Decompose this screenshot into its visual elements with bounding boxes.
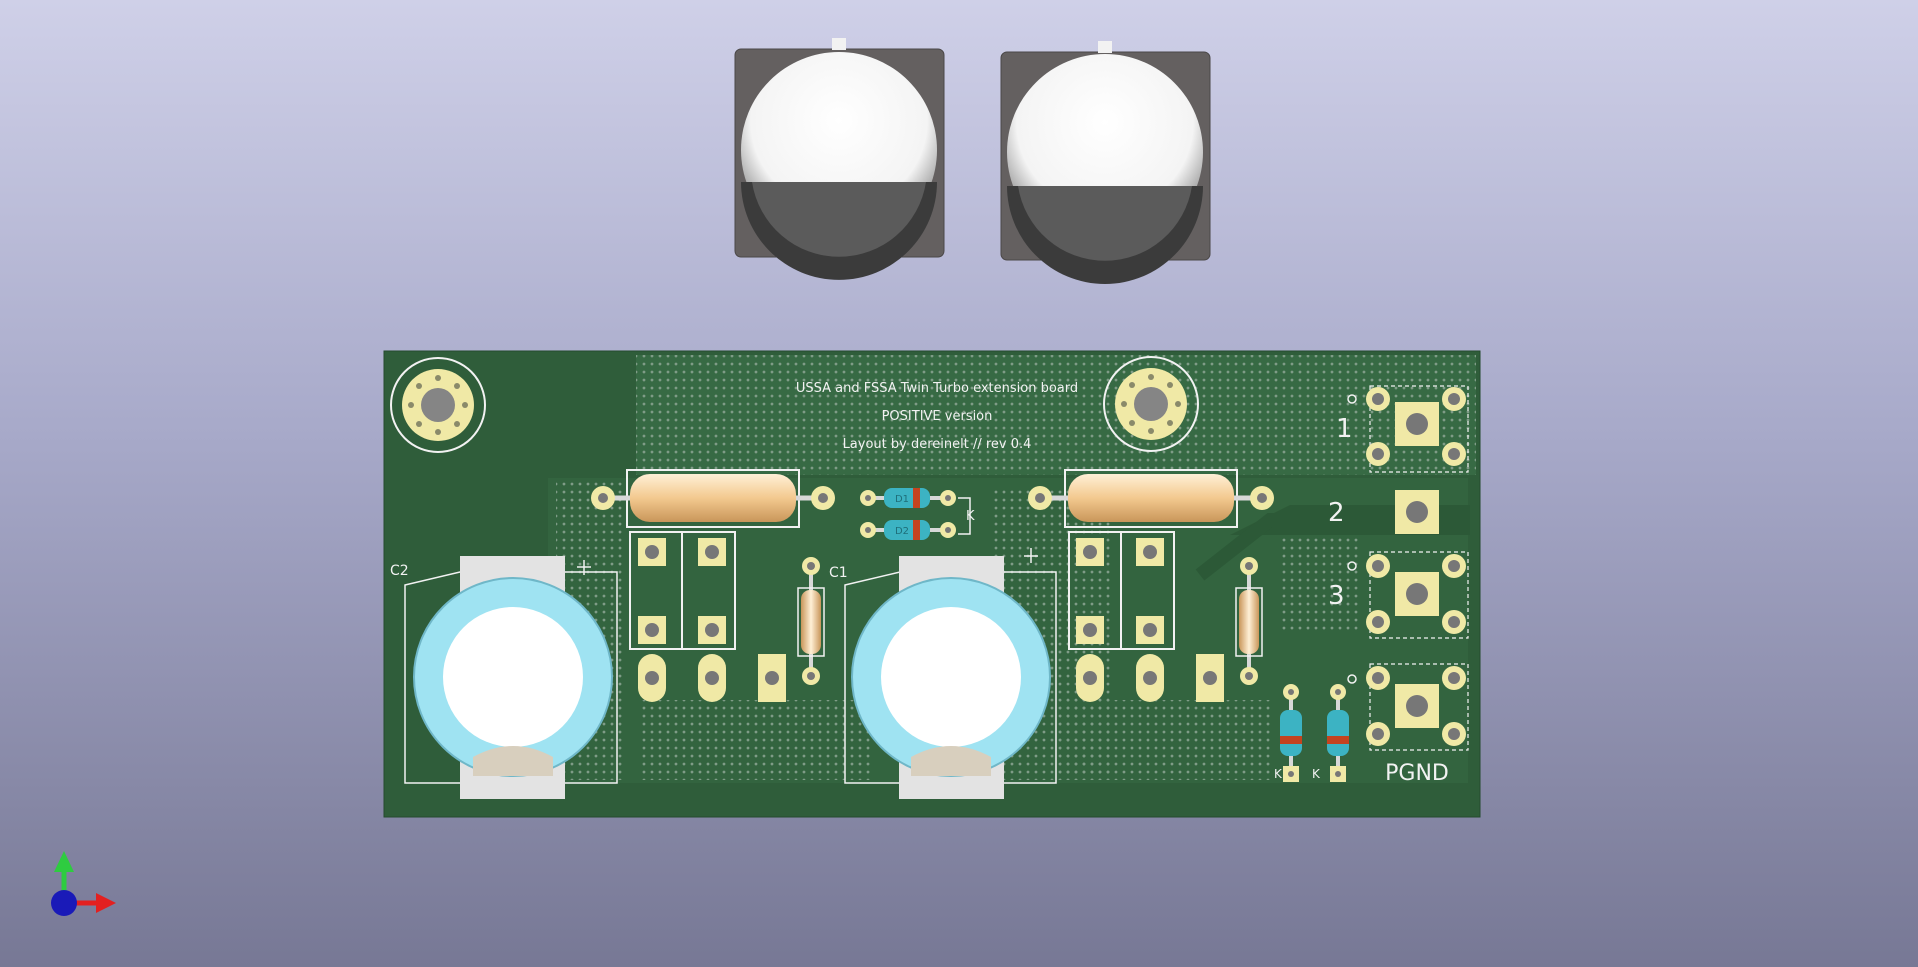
resistor-vertical-left[interactable] bbox=[797, 557, 825, 685]
diode-vertical-right[interactable] bbox=[1327, 684, 1349, 782]
pads-row-right bbox=[1076, 654, 1224, 702]
connector-2[interactable] bbox=[1395, 490, 1439, 534]
connector-1[interactable] bbox=[1347, 385, 1469, 473]
y-axis-arrow-icon bbox=[54, 851, 74, 872]
mounting-hole-left bbox=[390, 357, 486, 453]
pin-3-label: 3 bbox=[1328, 581, 1345, 611]
board-title-line2: POSITIVE version bbox=[882, 409, 993, 424]
capacitor-c1[interactable] bbox=[844, 548, 1057, 799]
capacitor-c2[interactable] bbox=[404, 556, 618, 799]
z-axis-dot-icon bbox=[51, 890, 77, 916]
diode-d1[interactable]: D1 bbox=[860, 488, 956, 508]
board-title-line1: USSA and FSSA Twin Turbo extension board bbox=[796, 381, 1078, 396]
ref-d1-label: D1 bbox=[895, 494, 909, 505]
pads-row-left bbox=[638, 654, 786, 702]
board-title-line3: Layout by dereinelt // rev 0.4 bbox=[843, 437, 1032, 452]
cathode-mark-d1d2: K bbox=[966, 509, 975, 524]
power-resistor-right[interactable] bbox=[1028, 469, 1274, 528]
diode-d2[interactable]: D2 bbox=[860, 520, 956, 540]
smd-capacitor-right[interactable] bbox=[1000, 41, 1211, 284]
connector-3[interactable] bbox=[1347, 551, 1469, 639]
connector-pgnd[interactable] bbox=[1347, 663, 1469, 751]
transistor-footprint-right[interactable] bbox=[1068, 531, 1175, 650]
transistor-footprint-left[interactable] bbox=[629, 531, 736, 650]
mounting-hole-center bbox=[1103, 356, 1199, 452]
x-axis-arrow-icon bbox=[96, 893, 116, 913]
resistor-vertical-right[interactable] bbox=[1235, 557, 1263, 685]
ref-c2-label: C2 bbox=[390, 563, 409, 579]
ref-d2-label: D2 bbox=[895, 526, 909, 537]
cathode-mark-right: K bbox=[1312, 767, 1321, 781]
pin-1-label: 1 bbox=[1336, 414, 1353, 444]
axes-gizmo[interactable] bbox=[51, 851, 116, 916]
pgnd-label: PGND bbox=[1385, 761, 1449, 786]
cathode-mark-left: K bbox=[1274, 767, 1283, 781]
diode-vertical-left[interactable] bbox=[1280, 684, 1302, 782]
power-resistor-left[interactable] bbox=[591, 469, 835, 528]
pin-2-label: 2 bbox=[1328, 498, 1345, 528]
smd-capacitor-left[interactable] bbox=[734, 38, 945, 280]
ref-c1-label: C1 bbox=[829, 565, 848, 581]
